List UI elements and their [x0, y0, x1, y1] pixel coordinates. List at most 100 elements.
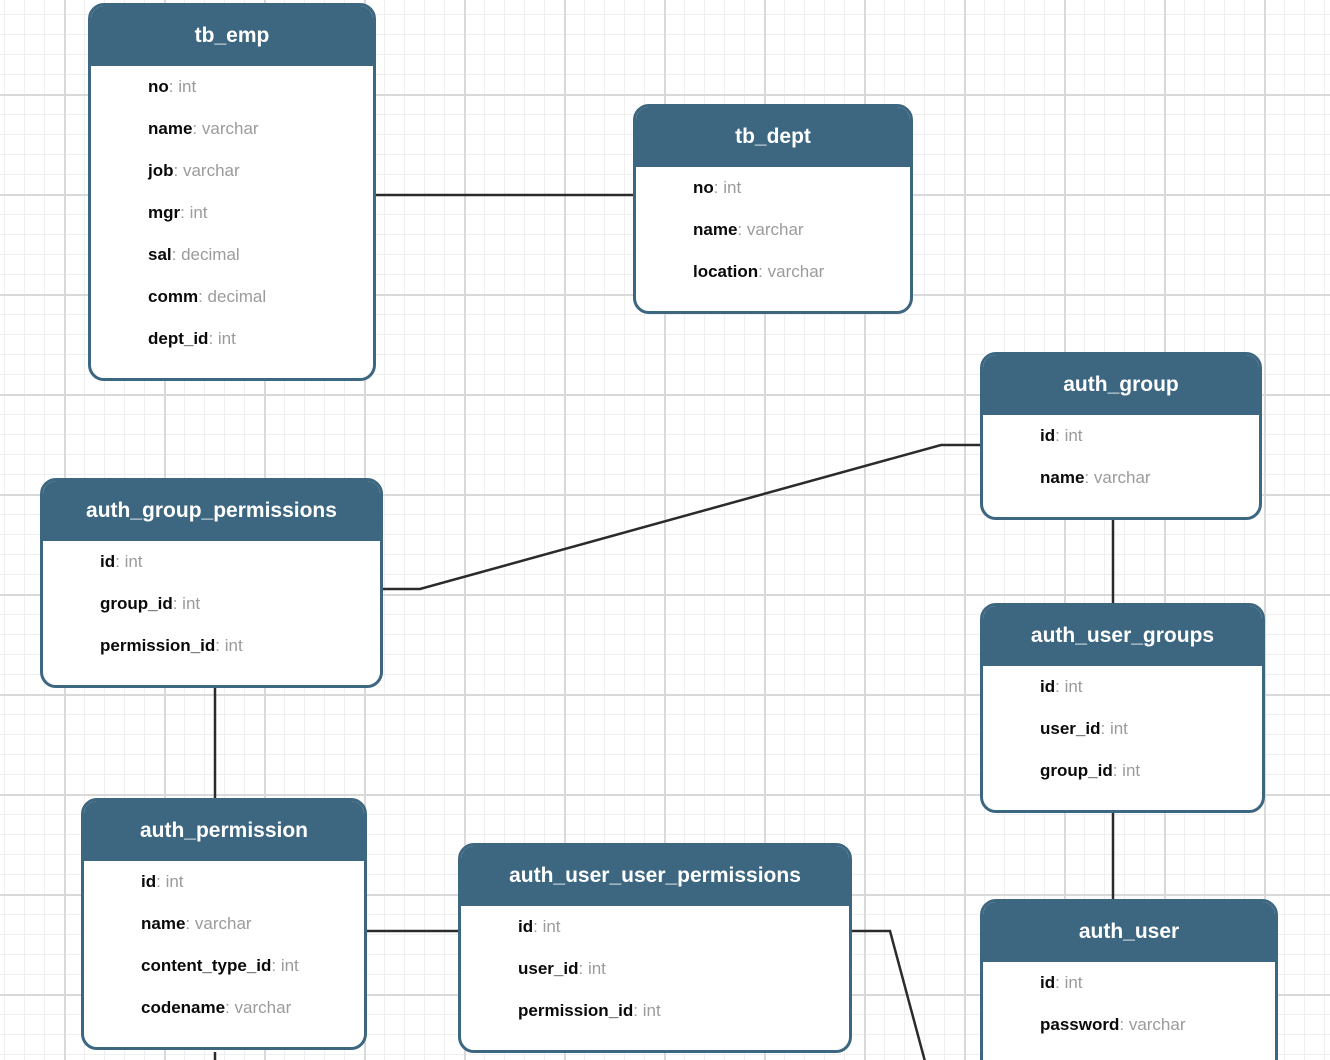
table-title: auth_user [1078, 920, 1180, 943]
field-row: permission_idint [518, 990, 839, 1032]
table-header[interactable]: auth_group [983, 355, 1259, 415]
table-auth_user_user_permissions[interactable]: auth_user_user_permissionsidint user_idin… [458, 843, 852, 1053]
field-row: idint [518, 906, 839, 948]
field-type: decimal [172, 245, 240, 264]
field-type: int [156, 872, 183, 891]
field-name: id [100, 552, 116, 571]
field-row: last_logindatetime [1040, 1046, 1265, 1060]
table-body: nointnamevarcharjobvarcharmgrintsaldecim… [91, 66, 373, 378]
field-type: int [180, 203, 207, 222]
field-type: int [1113, 761, 1140, 780]
table-tb_emp[interactable]: tb_empnointnamevarcharjobvarcharmgrintsa… [88, 3, 376, 381]
field-type: varchar [1119, 1015, 1185, 1034]
field-name: password [1040, 1015, 1120, 1034]
field-row: idint [141, 861, 354, 903]
field-name: permission_id [518, 1001, 634, 1020]
field-name: permission_id [100, 636, 216, 655]
table-header[interactable]: auth_user_groups [983, 606, 1262, 666]
field-name: id [1040, 426, 1056, 445]
field-row: namevarchar [148, 108, 363, 150]
field-name: user_id [1040, 719, 1101, 738]
field-type: int [271, 956, 298, 975]
table-body: idintnamevarcharcontent_type_idintcodena… [84, 861, 364, 1047]
field-name: id [518, 917, 534, 936]
table-title: auth_group_permissions [86, 499, 337, 522]
table-auth_user[interactable]: auth_useridint passwordvarchar last_logind… [980, 899, 1278, 1060]
field-row: user_idint [1040, 708, 1252, 750]
field-name: group_id [1040, 761, 1113, 780]
field-name: content_type_id [141, 956, 272, 975]
field-row: commdecimal [148, 276, 363, 318]
field-name: no [148, 77, 169, 96]
field-row: content_type_idint [141, 945, 354, 987]
connector-auth_user_user_permissions--offscreen-bottom [851, 929, 926, 1060]
field-type: int [633, 1001, 660, 1020]
table-header[interactable]: auth_permission [84, 801, 364, 861]
table-auth_group_permissions[interactable]: auth_group_permissionsidintgroup_idintpe… [40, 478, 383, 688]
field-type: int [208, 329, 235, 348]
field-type: int [1055, 677, 1082, 696]
field-type: int [1055, 973, 1082, 992]
table-body: idintuser_idintgroup_idint [983, 666, 1262, 810]
field-name: name [693, 220, 738, 239]
field-row: idint [1040, 666, 1252, 708]
field-type: int [115, 552, 142, 571]
field-row: locationvarchar [693, 251, 900, 293]
table-header[interactable]: tb_dept [636, 107, 910, 167]
table-title: auth_group [1063, 373, 1179, 396]
table-tb_dept[interactable]: tb_deptnointnamevarcharlocationvarchar [633, 104, 913, 314]
table-auth_group[interactable]: auth_groupidint namevarchar [980, 352, 1262, 520]
table-title: auth_permission [139, 819, 309, 842]
field-row: idint [100, 541, 370, 583]
field-row: dept_idint [148, 318, 363, 360]
table-title: tb_emp [194, 24, 270, 47]
table-header[interactable]: auth_user [983, 902, 1275, 962]
field-type: decimal [198, 287, 266, 306]
table-body: idint passwordvarchar last_logindatetime [983, 962, 1275, 1060]
field-row: permission_idint [100, 625, 370, 667]
table-auth_user_groups[interactable]: auth_user_groupsidintuser_idintgroup_idi… [980, 603, 1265, 813]
field-type: int [215, 636, 242, 655]
table-title: auth_user_user_permissions [509, 864, 801, 887]
field-row: jobvarchar [148, 150, 363, 192]
table-title: auth_user_groups [1030, 624, 1215, 647]
field-row: codenamevarchar [141, 987, 354, 1029]
table-header[interactable]: auth_user_user_permissions [461, 846, 849, 906]
field-name: comm [148, 287, 199, 306]
table-body: idint namevarchar [983, 415, 1259, 517]
field-name: last_login [1040, 1057, 1119, 1060]
field-row: namevarchar [693, 209, 900, 251]
field-type: varchar [174, 161, 240, 180]
field-name: id [1040, 677, 1056, 696]
field-type: int [1100, 719, 1127, 738]
field-row: group_idint [100, 583, 370, 625]
connector-auth_group_permissions--auth_group [383, 443, 980, 591]
field-type: int [1055, 426, 1082, 445]
table-body: idintgroup_idintpermission_idint [43, 541, 380, 685]
field-row: namevarchar [141, 903, 354, 945]
table-auth_permission[interactable]: auth_permissionidintnamevarcharcontent_t… [81, 798, 367, 1050]
table-body: nointnamevarcharlocationvarchar [636, 167, 910, 311]
field-type: int [169, 77, 196, 96]
field-row: saldecimal [148, 234, 363, 276]
field-name: name [1040, 468, 1085, 487]
field-type: varchar [1084, 468, 1150, 487]
field-name: user_id [518, 959, 579, 978]
table-header[interactable]: auth_group_permissions [43, 481, 380, 541]
field-name: location [693, 262, 759, 281]
field-row: mgrint [148, 192, 363, 234]
field-type: datetime [1119, 1057, 1194, 1060]
table-title: tb_dept [735, 125, 811, 148]
field-row: group_idint [1040, 750, 1252, 792]
field-name: id [1040, 973, 1056, 992]
field-name: group_id [100, 594, 173, 613]
field-type: varchar [225, 998, 291, 1017]
field-name: mgr [148, 203, 181, 222]
field-name: name [148, 119, 193, 138]
field-type: varchar [185, 914, 251, 933]
field-row: noint [693, 167, 900, 209]
field-name: job [148, 161, 174, 180]
table-header[interactable]: tb_emp [91, 6, 373, 66]
